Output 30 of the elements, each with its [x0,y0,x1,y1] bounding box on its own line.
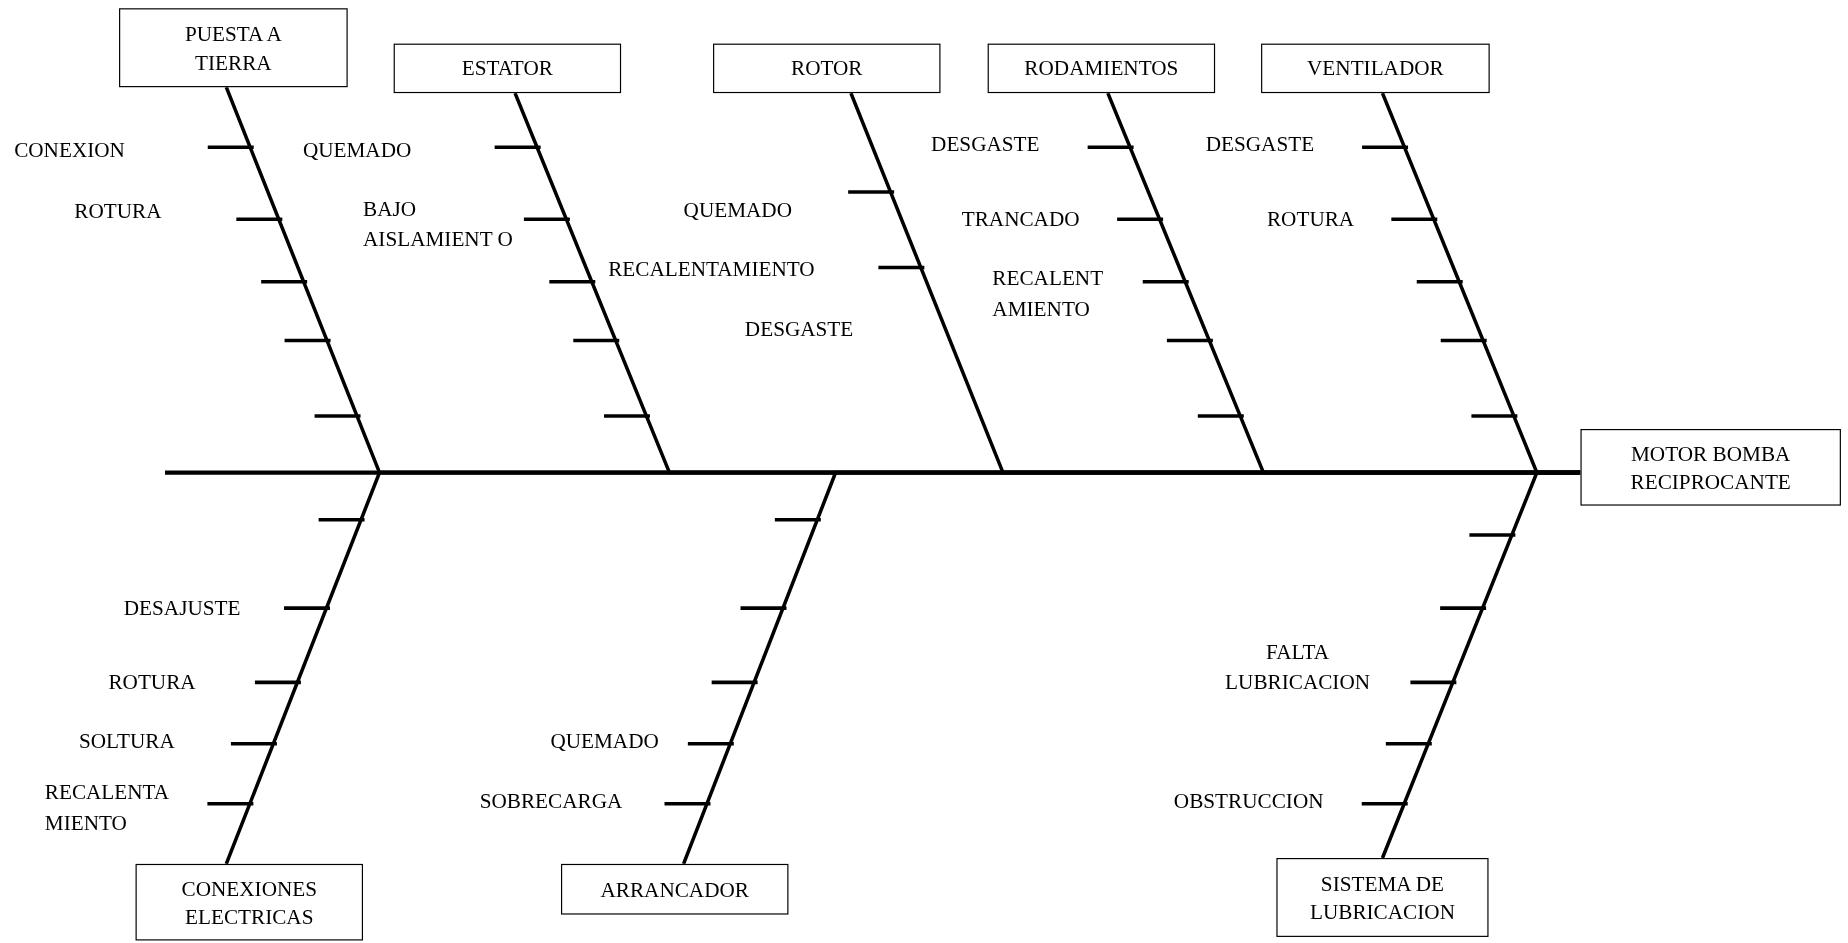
cause-label: RECALENTAMIENTO [608,255,815,283]
category-box: CONEXIONES ELECTRICAS [135,863,363,941]
category-box: SISTEMA DE LUBRICACION [1276,858,1489,937]
cause-label: ROTURA [108,669,196,697]
cause-label: OBSTRUCCION [1173,788,1324,816]
category-box: ROTOR [713,43,941,94]
cause-label: DESAJUSTE [123,595,241,622]
cause-label: ROTURA [74,198,162,225]
cause-label: SOBRECARGA [479,788,623,816]
category-box: ESTATOR [393,43,622,94]
category-box: PUESTA A TIERRA [119,8,348,88]
cause-label: ROTURA [1266,206,1355,233]
cause-label: QUEMADO [550,728,659,756]
cause-label: DESGASTE [1205,131,1315,158]
cause-label: CONEXION [14,136,125,164]
cause-label: DESGASTE [931,131,1040,158]
bone-line [1380,470,1581,859]
cause-label: RECALENTA MIENTO [44,779,170,837]
cause-label: TRANCADO [961,206,1080,233]
category-box: VENTILADOR [1261,43,1490,94]
cause-label: BAJO AISLAMIENT O [363,195,514,254]
cause-label: RECALENT AMIENTO [992,265,1104,323]
category-box: RODAMIENTOS [987,43,1216,94]
cause-label: FALTA LUBRICACION [1224,638,1372,697]
cause-label: QUEMADO [683,197,792,224]
cause-label: SOLTURA [78,728,175,756]
effect-box: MOTOR BOMBA RECIPROCANTE [1580,429,1841,506]
cause-label: DESGASTE [744,316,854,343]
cause-label: QUEMADO [302,136,412,164]
category-box: ARRANCADOR [561,863,789,915]
